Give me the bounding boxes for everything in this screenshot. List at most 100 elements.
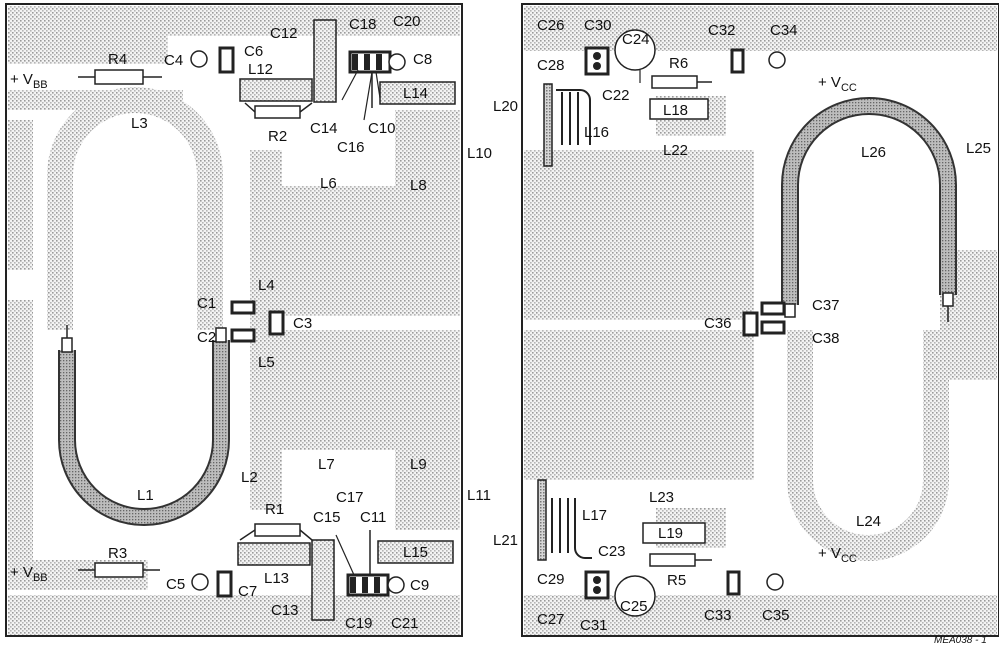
capacitor-C12 [313,19,337,103]
resistor-R1 [254,523,301,537]
label-L7: L7 [318,456,335,473]
capacitor-C8 [388,53,406,71]
vcc-bottom-label: + VCC [818,545,857,565]
label-C19: C19 [345,615,373,632]
label-L10: L10 [467,145,492,162]
label-L26: L26 [861,144,886,161]
coax-L25 [783,99,955,305]
right-board [521,3,999,637]
label-C17: C17 [336,489,364,506]
vcc-top-label: + VCC [818,74,857,94]
label-C14: C14 [310,120,338,137]
label-L9: L9 [410,456,427,473]
stripline-L19 [642,522,706,544]
label-R2: R2 [268,128,287,145]
label-L1: L1 [137,487,154,504]
label-L8: L8 [410,177,427,194]
capacitor-C36 [742,311,759,337]
label-C23: C23 [598,543,626,560]
label-C4: C4 [164,52,183,69]
label-C28: C28 [537,57,565,74]
left-board-labels: + VBB + VBB R4 R2 R1 R3 C4 C6 C12 L12 C1… [10,13,432,632]
label-C6: C6 [244,43,263,60]
resistor-R2 [254,105,301,119]
capacitor-C38 [760,320,786,335]
label-L21: L21 [493,532,518,549]
label-R5: R5 [667,572,686,589]
capacitor-C25 [614,575,656,617]
label-C1: C1 [197,295,216,312]
stripline-L12 [239,78,313,102]
resistor-R3 [94,562,144,578]
label-C7: C7 [238,583,257,600]
label-C12: C12 [270,25,298,42]
capacitor-C34 [768,51,786,69]
label-C16: C16 [337,139,365,156]
label-C33: C33 [704,607,732,624]
label-C27: C27 [537,611,565,628]
capacitor-C37 [760,301,786,316]
label-L4: L4 [258,277,275,294]
label-C21: C21 [391,615,419,632]
stripline-L13 [237,542,311,566]
label-L15: L15 [403,544,428,561]
label-L2: L2 [241,469,258,486]
label-L22: L22 [663,142,688,159]
transistor-bottom-right [584,570,610,600]
capacitor-C33 [726,570,741,596]
label-C31: C31 [580,617,608,634]
label-C3: C3 [293,315,312,332]
capacitor-C3 [268,310,285,336]
label-L17: L17 [582,507,607,524]
label-R6: R6 [669,55,688,72]
label-C30: C30 [584,17,612,34]
label-L14: L14 [403,85,428,102]
left-board [5,3,463,637]
label-C32: C32 [708,22,736,39]
label-L16: L16 [584,124,609,141]
vbb-top-label: + VBB [10,71,48,91]
label-C8: C8 [413,51,432,68]
label-C25: C25 [620,598,648,615]
label-R4: R4 [108,51,127,68]
capacitor-C7 [216,570,233,598]
capacitor-C32 [730,48,745,74]
label-C22: C22 [602,87,630,104]
stripline-L3 [47,87,223,330]
transistor-top-right [584,46,610,76]
right-board-labels: C26 C30 C24 C28 C32 C34 R6 + VCC C22 L18… [537,17,991,634]
label-C20: C20 [393,13,421,30]
capacitor-C6 [218,46,235,74]
label-C24: C24 [622,31,650,48]
capacitor-C24 [614,29,656,71]
label-R1: R1 [265,501,284,518]
label-L11: L11 [467,487,491,504]
label-L12: L12 [248,61,273,78]
label-L25: L25 [966,140,991,157]
stripline-L15 [377,540,454,564]
label-L19: L19 [658,525,683,542]
figure-code: MEA038 - 1 [934,635,987,645]
label-R3: R3 [108,545,127,562]
capacitor-C2 [230,328,256,343]
label-C35: C35 [762,607,790,624]
label-L24: L24 [856,513,881,530]
label-C11: C11 [360,509,386,526]
label-L5: L5 [258,354,275,371]
vbb-bottom-label: + VBB [10,564,48,584]
stripline-L18 [649,98,709,120]
label-C18: C18 [349,16,377,33]
label-L13: L13 [264,570,289,587]
label-C34: C34 [770,22,798,39]
resistor-R6 [651,75,698,89]
label-L20: L20 [493,98,518,115]
resistor-R5 [649,553,696,567]
stripline-L24 [787,330,949,561]
label-L3: L3 [131,115,148,132]
capacitor-C35 [766,573,784,591]
label-C2: C2 [197,329,216,346]
label-C38: C38 [812,330,840,347]
label-L6: L6 [320,175,337,192]
label-C15: C15 [313,509,341,526]
